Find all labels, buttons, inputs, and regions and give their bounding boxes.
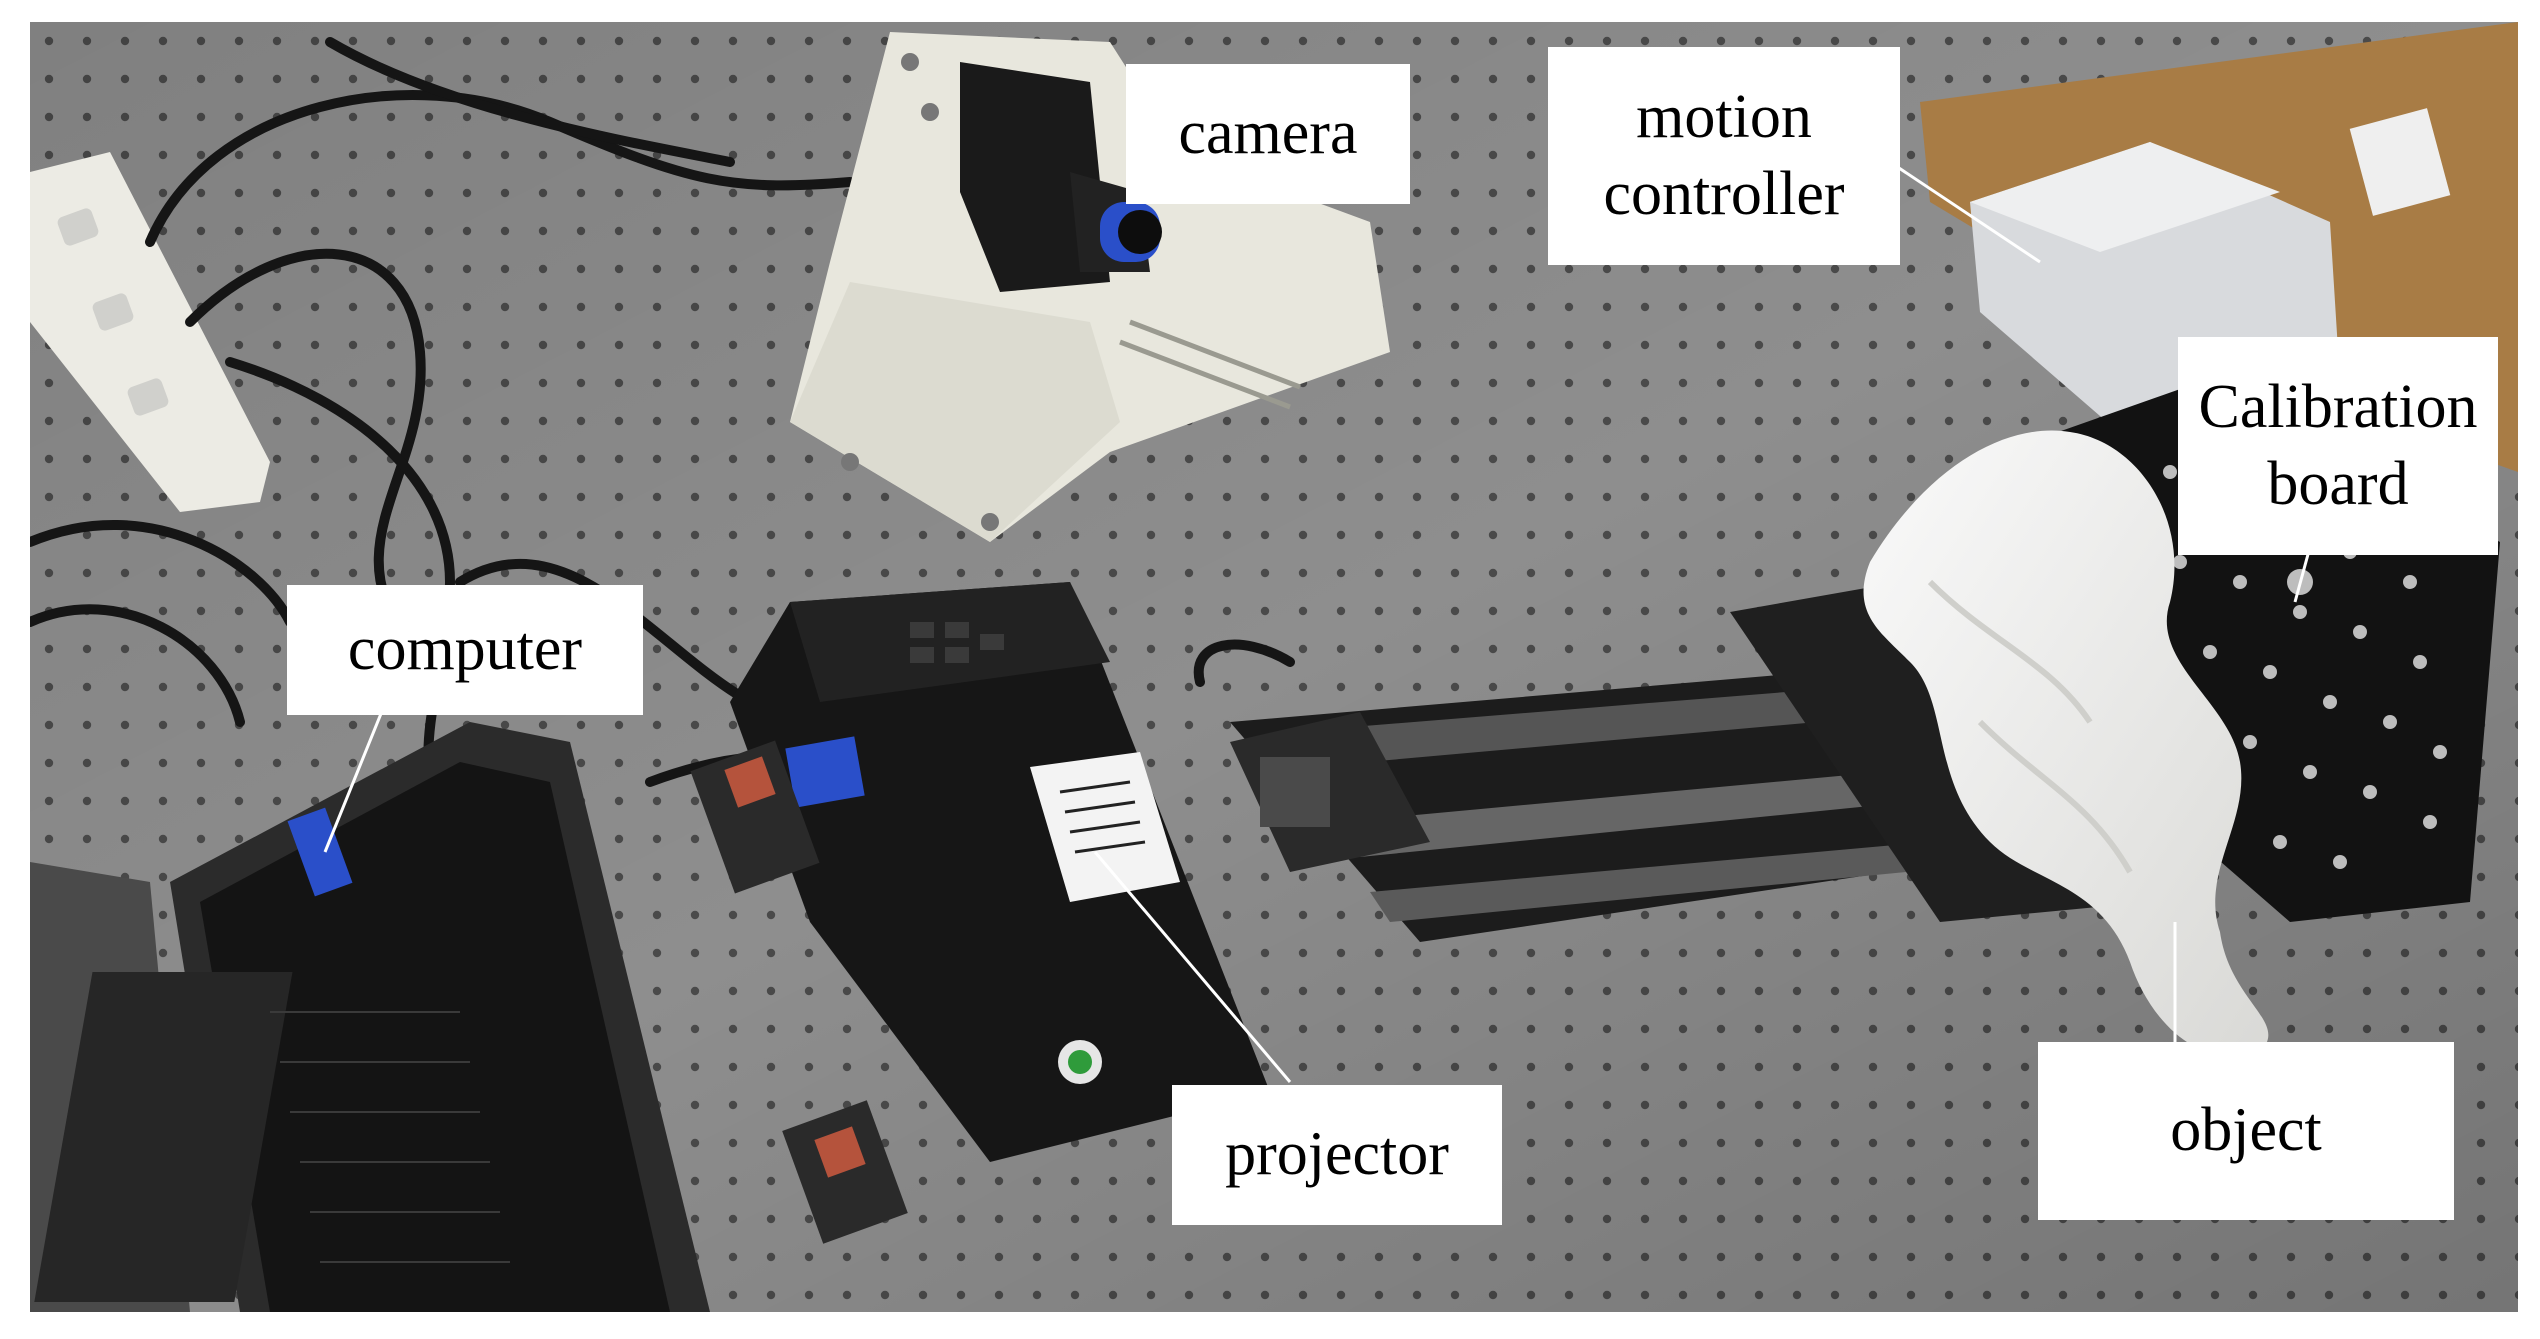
label-computer: computer [287, 585, 643, 715]
lab-setup-photo [30, 22, 2518, 1312]
power-strip [30, 152, 270, 512]
label-computer-text: computer [347, 615, 583, 684]
label-camera: camera [1126, 64, 1410, 204]
linear-stage [1230, 582, 2150, 942]
label-calibration-board-line1: Calibration [2198, 372, 2478, 441]
leader-motion-controller [1889, 160, 2041, 264]
label-motion-controller-line2: controller [1603, 160, 1845, 228]
label-object: object [2038, 1042, 2454, 1220]
label-calibration-board: Calibration board [2178, 337, 2498, 555]
label-motion-controller-line1: motion [1636, 82, 1812, 151]
object-cloth [1863, 430, 2269, 1057]
camera-mount [790, 32, 1390, 542]
label-projector: projector [1172, 1085, 1502, 1225]
projector-device [690, 582, 1270, 1244]
label-calibration-board-line2: board [2267, 450, 2409, 518]
label-camera-text: camera [1178, 99, 1358, 168]
label-projector-text: projector [1225, 1120, 1449, 1189]
label-object-text: object [2170, 1096, 2322, 1165]
leader-calibration-board [2293, 546, 2312, 603]
laptop-computer [30, 722, 710, 1312]
leader-projector [1093, 851, 1292, 1083]
label-motion-controller: motion controller [1548, 47, 1900, 265]
